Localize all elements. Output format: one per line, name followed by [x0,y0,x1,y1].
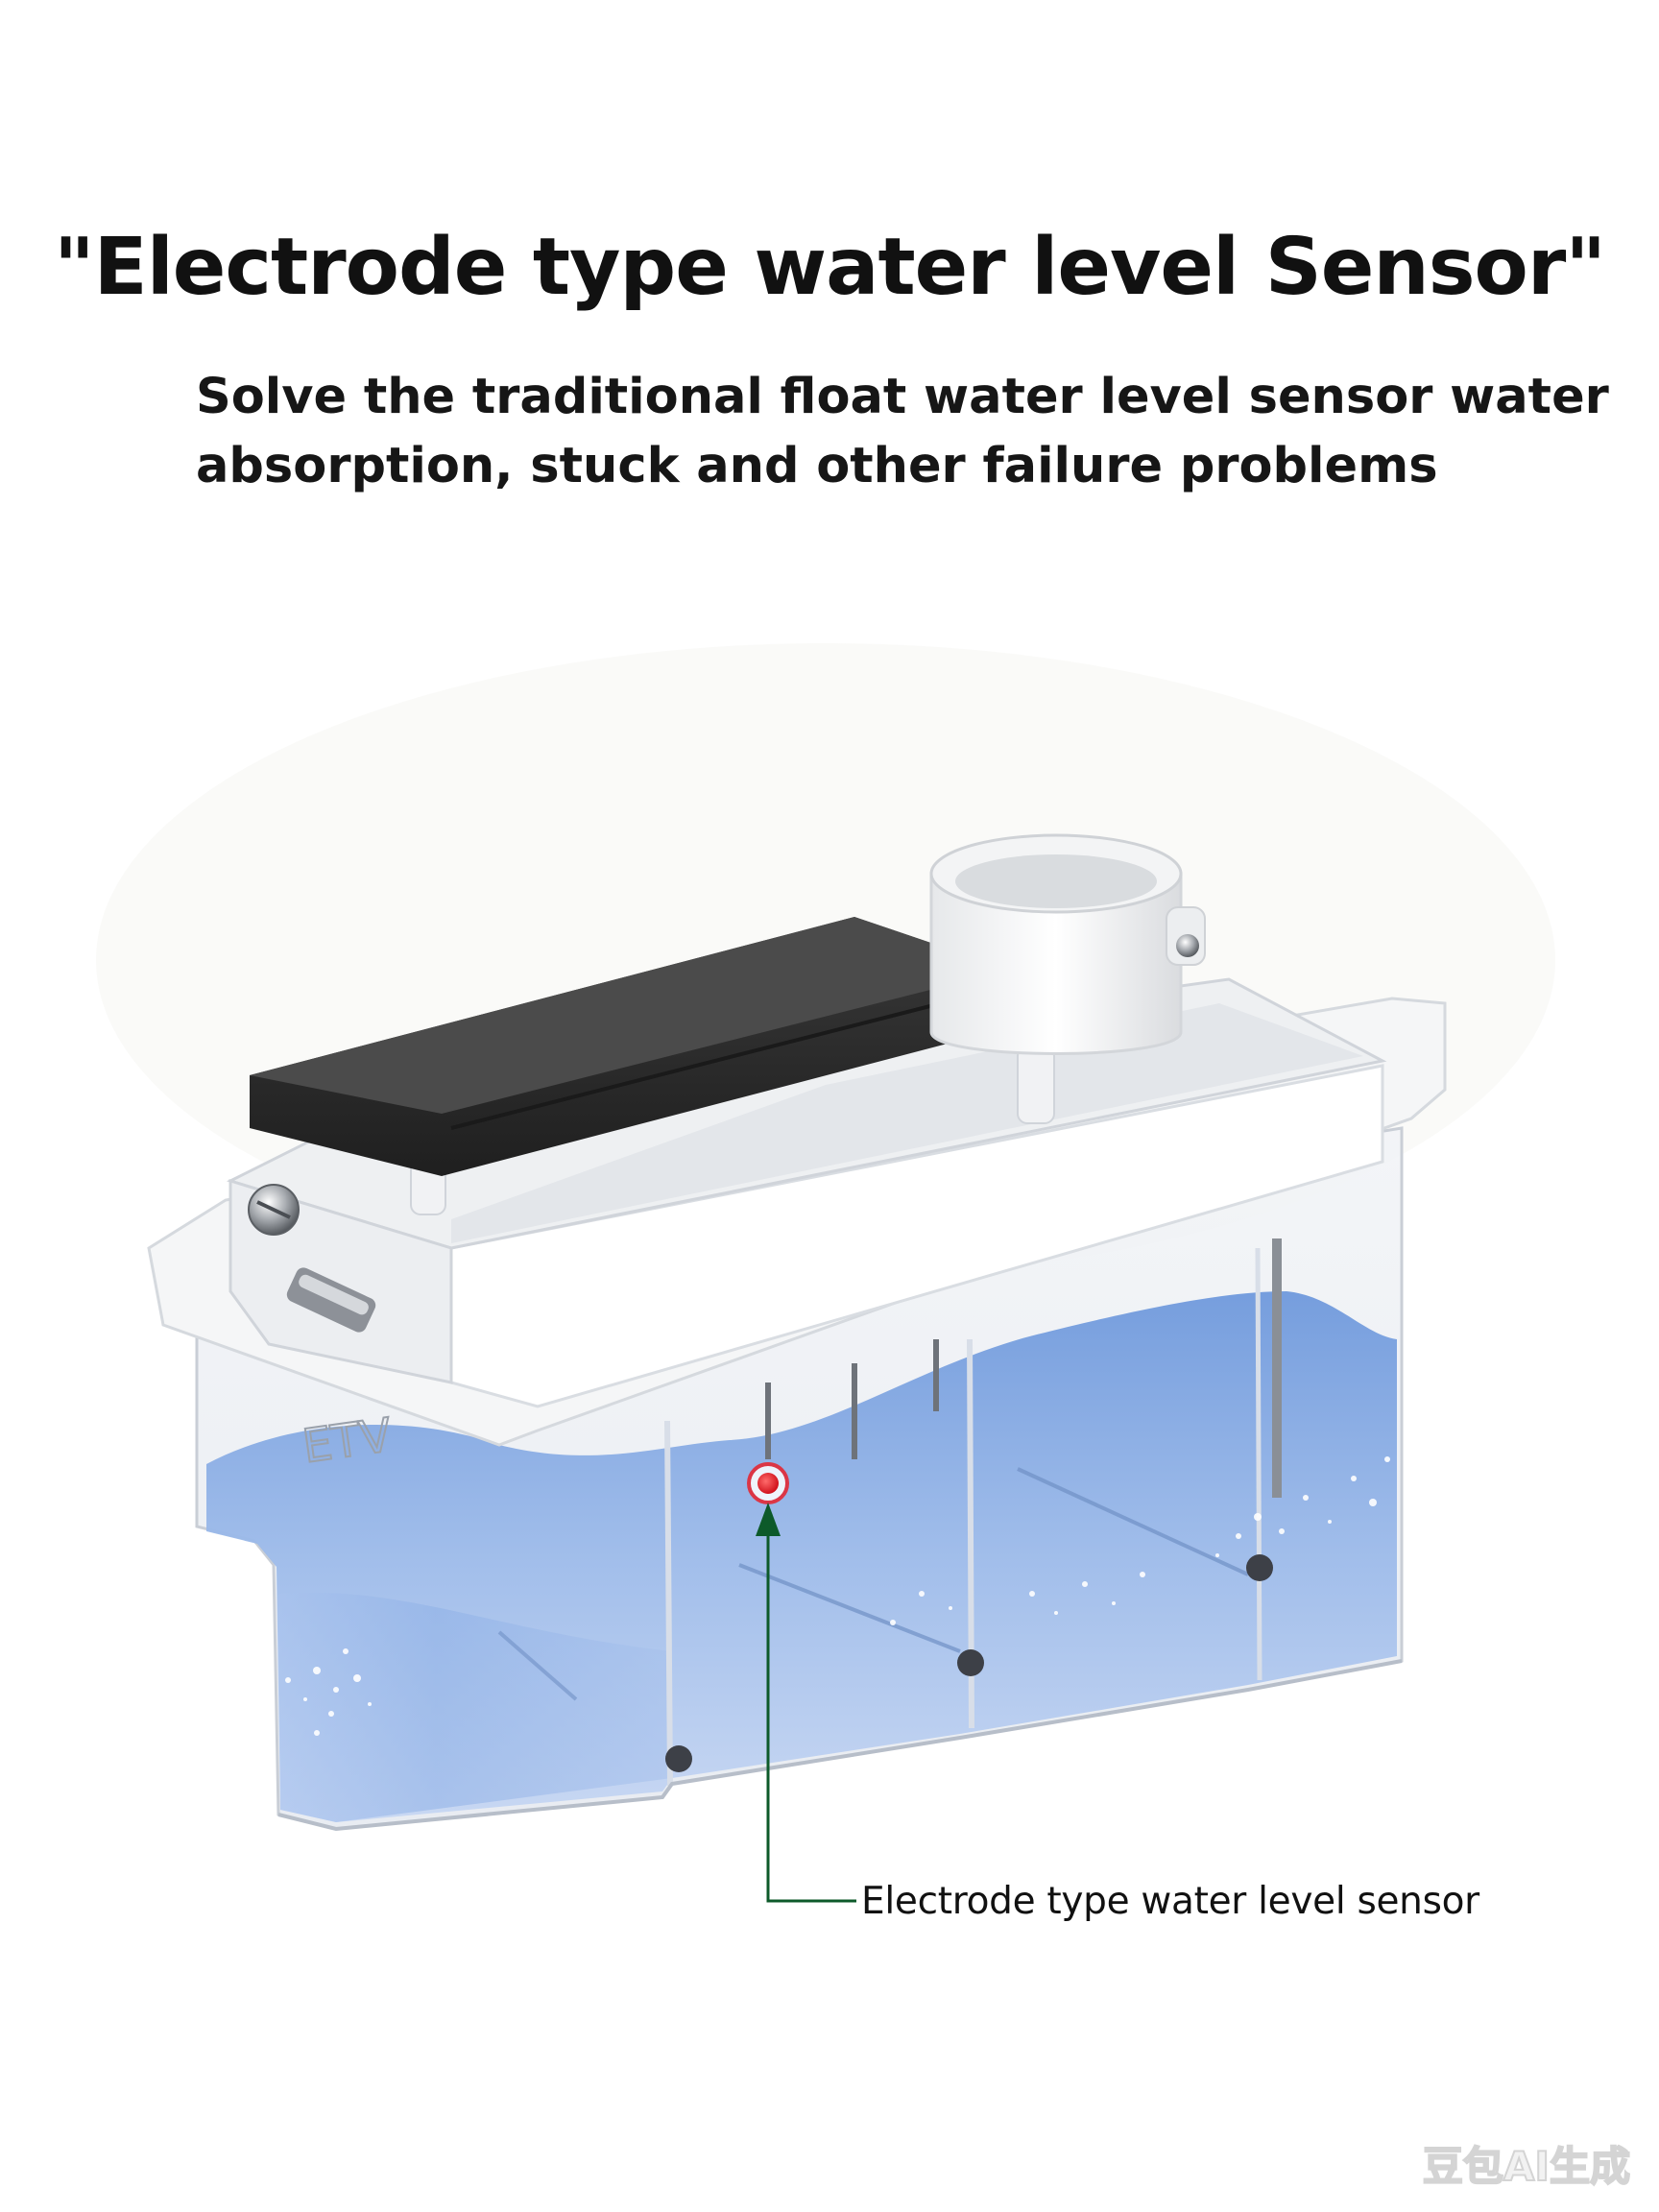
subtitle-line-1: Solve the traditional float water level … [196,369,1609,425]
bubbles [285,1456,1390,1736]
sensor-marker-dot [757,1473,779,1494]
callout-arrowhead [756,1503,781,1536]
watermark: 豆包AI生成 [1422,2142,1631,2191]
callout-label: Electrode type water level sensor [861,1880,1479,1923]
subtitle-line-2: absorption, stuck and other failure prob… [196,438,1438,494]
top-housing [147,977,1447,1447]
embossed-mark: ETV [300,1408,396,1474]
pipe-outlet [929,833,1206,1055]
callout-leader-line [766,1519,856,1903]
headline: "Electrode type water level Sensor" [53,222,1606,313]
callout [747,1462,856,1903]
subtitle: Solve the traditional float water level … [196,363,1609,501]
